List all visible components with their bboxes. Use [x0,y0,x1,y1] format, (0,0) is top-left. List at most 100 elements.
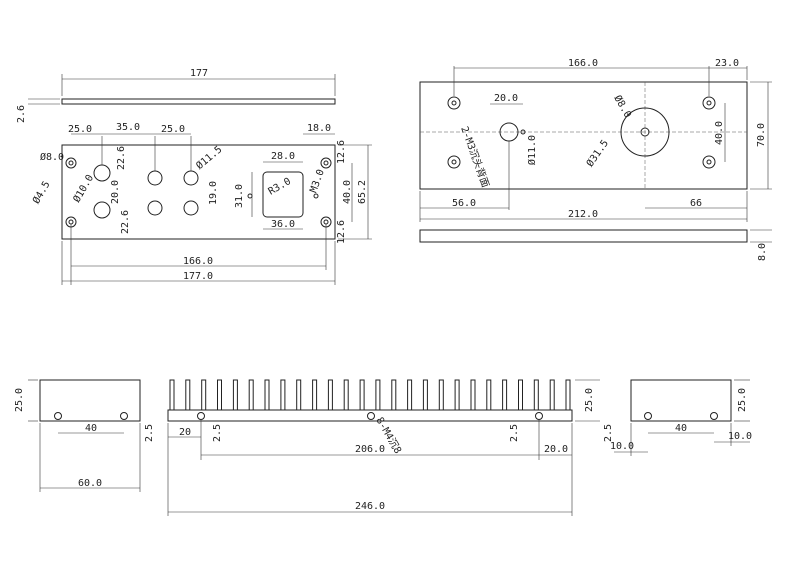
dim-40: 40 [675,423,687,434]
heatsink-fin [280,379,286,411]
heatsink-fin [486,379,492,411]
dim-phi11-5: Ø11.5 [194,143,225,172]
dim-phi8: Ø8.0 [40,151,64,163]
display-screw-hole [247,193,253,199]
dim-19: 19.0 [208,181,219,205]
large-hole [93,164,111,182]
heatsink-fin [518,379,523,411]
plate-edge [61,98,336,105]
small-hole [520,129,526,135]
heatsink-fin [169,379,175,411]
dim-phi10: Ø10.0 [71,172,96,204]
large-hole-center [640,127,650,137]
left-end-plate-view: 25.0 40 2.5 60.0 [14,379,155,492]
dim-phi11: Ø11.0 [526,135,538,165]
heatsink-fin [438,379,444,411]
large-hole [620,107,670,157]
dim-40: 40.0 [342,180,353,204]
dim-206: 206.0 [355,444,385,455]
countersink-note: 2-M3沉头背面 [458,124,492,189]
mount-hole [702,155,716,169]
heatsink-view: 25.0 20 2.5 2.5 8-M4沉8 206.0 20.0 246.0 [167,379,600,516]
heatsink-fin [232,379,238,411]
dim-20a: 20 [179,427,191,438]
heatsink-fin [217,379,222,411]
dim-m3: M3.0 [308,168,327,194]
mount-hole-inner [68,160,74,166]
mount-hole [447,96,461,110]
dim-phi8: Ø8.0 [611,93,633,120]
end-plate-outline [39,379,141,422]
dim-phi4-5: Ø4.5 [30,179,52,206]
right-end-plate-view: 25.0 40 2.5 10.0 10.0 [603,379,752,456]
heatsink-fin [359,379,365,411]
dim-65-2: 65.2 [357,180,368,204]
dim-10b: 10.0 [728,431,752,442]
heatsink-fin [391,379,397,411]
dim-40: 40 [85,423,97,434]
switch-hole [183,170,199,186]
dim-2-5: 2.5 [144,424,155,442]
mount-hole-inner [68,219,74,225]
cable-hole [499,122,519,142]
front-panel-outline [61,144,336,240]
screw-hole [120,412,128,420]
heatsink-fin [264,379,270,411]
dim-177: 177.0 [183,271,213,282]
dim-166: 166.0 [568,58,598,69]
heatsink-fin [470,379,476,411]
back-panel-view: 166.0 23.0 20.0 Ø8.0 70.0 40.0 Ø11.0 Ø31… [419,58,772,261]
heatsink-fin [296,379,302,411]
dim-25b: 25.0 [161,124,185,135]
dim-20: 20.0 [494,93,518,104]
dim-20: 20.0 [110,180,121,204]
dim-25a: 25.0 [68,124,92,135]
switch-hole [147,200,163,216]
mount-hole [65,157,77,169]
dim-246: 246.0 [355,501,385,512]
display-cutout [262,171,304,218]
heatsink-fin [549,379,555,411]
heatsink-fin [343,379,349,411]
dim-2-5a: 2.5 [212,424,223,442]
mount-hole-inner [451,159,457,165]
front-plate-edge-view: 177 2.6 [16,68,336,123]
dim-31: 31.0 [234,184,245,208]
heatsink-base [167,409,573,422]
dim-212: 212.0 [568,209,598,220]
heatsink-fin [185,379,191,411]
heatsink-fin [248,379,254,411]
dim-23: 23.0 [715,58,739,69]
mount-hole [447,155,461,169]
dim-phi31-5: Ø31.5 [584,138,611,170]
dim-12-6b: 12.6 [336,220,347,244]
dim-28: 28.0 [271,151,295,162]
screw-hole [197,412,205,420]
dim-22-6b: 22.6 [120,210,131,234]
dim-66: 66 [690,198,702,209]
heatsink-fins [169,379,571,411]
heatsink-fin [565,379,571,411]
front-panel-view: 25.0 35.0 25.0 18.0 Ø8.0 Ø4.5 Ø10.0 22.6… [30,122,372,285]
heatsink-fin [407,379,413,411]
heatsink-fin [312,379,318,411]
mount-hole-inner [706,159,712,165]
dim-2-5b: 2.5 [509,424,520,442]
mount-hole-inner [323,219,329,225]
screw-hole [54,412,62,420]
heatsink-fin [375,379,381,411]
dim-25: 25.0 [737,388,748,412]
dim-22-6a: 22.6 [116,146,127,170]
dim-20b: 20.0 [544,444,568,455]
heatsink-fin [533,379,539,411]
screw-hole [710,412,718,420]
dim-35: 35.0 [116,122,140,133]
screw-hole [367,412,375,420]
mount-hole-inner [323,160,329,166]
switch-hole [183,200,199,216]
dim-12-6a: 12.6 [336,140,347,164]
dim-40: 40.0 [714,121,725,145]
dim-177-top: 177 [190,68,208,79]
screw-hole [535,412,543,420]
